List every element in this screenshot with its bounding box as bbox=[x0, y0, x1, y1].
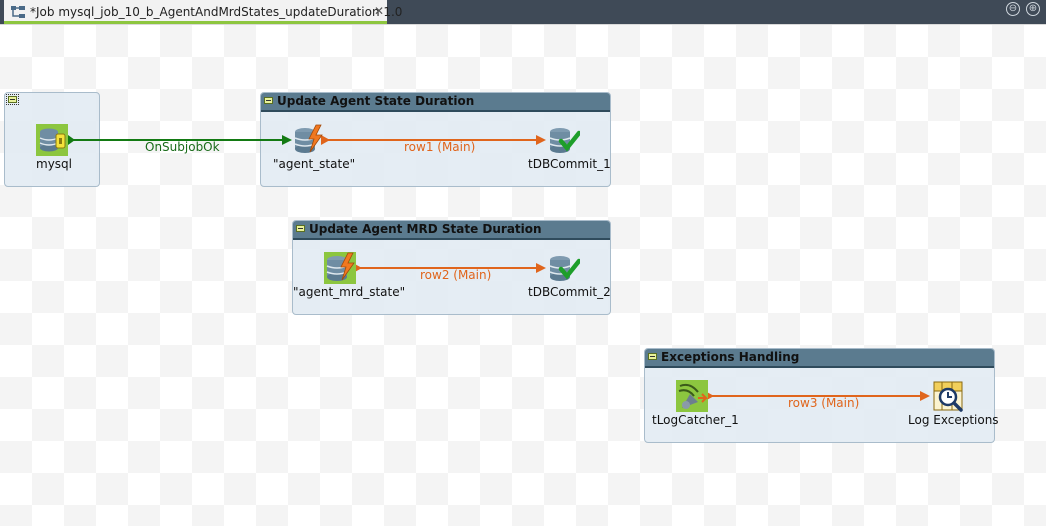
agent-state-component[interactable] bbox=[292, 124, 324, 156]
job-tab-title: *Job mysql_job_10_b_AgentAndMrdStates_up… bbox=[30, 5, 403, 19]
collapse-icon[interactable] bbox=[648, 353, 657, 360]
collapse-icon bbox=[8, 96, 17, 103]
dbcommit-2-label: tDBCommit_2 bbox=[528, 285, 611, 299]
agent-state-label: "agent_state" bbox=[273, 157, 356, 171]
row1-link[interactable] bbox=[321, 135, 546, 145]
subjob-title: Update Agent MRD State Duration bbox=[309, 222, 542, 236]
mysql-label: mysql bbox=[36, 157, 72, 171]
job-design-canvas[interactable]: Update Agent State Duration Update Agent… bbox=[0, 24, 1046, 526]
log-exceptions-label: Log Exceptions bbox=[908, 413, 999, 427]
close-tab-icon[interactable]: ✕ bbox=[374, 4, 385, 18]
db-commit-icon bbox=[549, 256, 582, 281]
dbcommit-1-label: tDBCommit_1 bbox=[528, 157, 611, 171]
log-row-icon bbox=[933, 381, 963, 412]
editor-tab-bar: *Job mysql_job_10_b_AgentAndMrdStates_up… bbox=[0, 0, 1046, 24]
collapse-icon[interactable] bbox=[296, 225, 305, 232]
onsubjobok-label: OnSubjobOk bbox=[145, 140, 220, 154]
window-controls: ⊖ ⊕ bbox=[1006, 2, 1040, 16]
logcatcher-component[interactable] bbox=[676, 380, 709, 412]
collapse-icon[interactable] bbox=[264, 97, 273, 104]
logcatcher-label: tLogCatcher_1 bbox=[652, 413, 739, 427]
connections-layer bbox=[68, 135, 930, 401]
mysql-component[interactable] bbox=[36, 124, 68, 156]
row2-label: row2 (Main) bbox=[420, 268, 492, 282]
job-tab[interactable]: *Job mysql_job_10_b_AgentAndMrdStates_up… bbox=[4, 0, 402, 24]
subjob-header[interactable]: Exceptions Handling bbox=[645, 349, 994, 368]
subjob-header[interactable]: Update Agent State Duration bbox=[261, 93, 610, 112]
db-row-icon bbox=[324, 252, 356, 284]
subjob-header[interactable]: Update Agent MRD State Duration bbox=[293, 221, 610, 240]
log-catcher-icon bbox=[676, 380, 709, 412]
row3-label: row3 (Main) bbox=[788, 396, 860, 410]
db-commit-icon bbox=[549, 128, 582, 153]
job-icon bbox=[11, 6, 25, 18]
db-row-icon bbox=[294, 124, 323, 153]
row1-label: row1 (Main) bbox=[404, 140, 476, 154]
dbcommit-1-component[interactable] bbox=[548, 124, 582, 156]
minimize-icon[interactable]: ⊖ bbox=[1006, 2, 1020, 16]
onsubjobok-link[interactable] bbox=[68, 135, 292, 145]
database-connection-icon bbox=[36, 124, 68, 156]
agent-mrd-state-label: "agent_mrd_state" bbox=[293, 285, 406, 299]
maximize-icon[interactable]: ⊕ bbox=[1026, 2, 1040, 16]
subjob-collapse-button[interactable] bbox=[6, 94, 19, 105]
agent-mrd-state-component[interactable] bbox=[324, 252, 356, 284]
dbcommit-2-component[interactable] bbox=[548, 252, 582, 284]
log-exceptions-component[interactable] bbox=[932, 380, 964, 412]
subjob-title: Exceptions Handling bbox=[661, 350, 800, 364]
subjob-title: Update Agent State Duration bbox=[277, 94, 475, 108]
